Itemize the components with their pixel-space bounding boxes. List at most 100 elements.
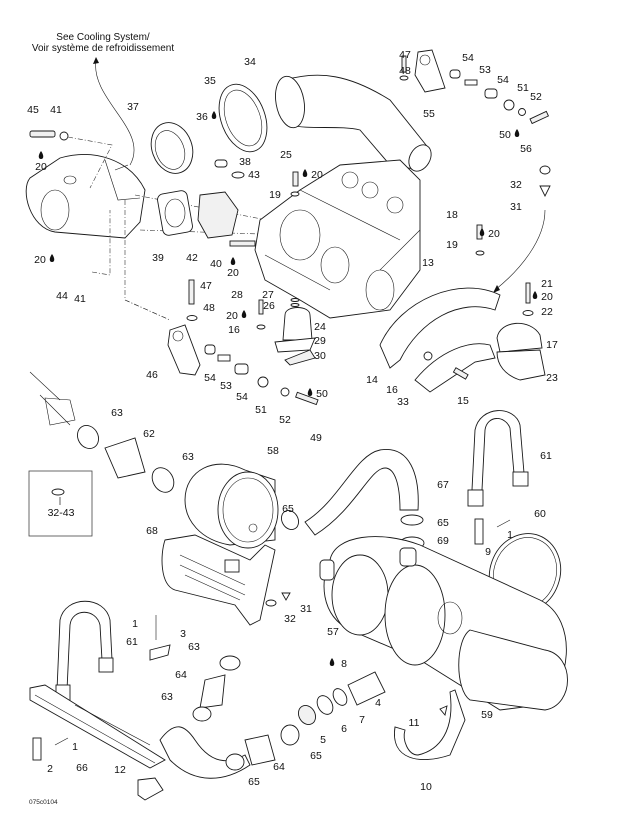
callout-44: 44: [56, 290, 68, 302]
callout-17: 17: [546, 339, 558, 351]
washer-48: [399, 75, 409, 81]
callout-34: 34: [244, 56, 256, 68]
washer-16: [256, 324, 266, 330]
bracket-3: [149, 644, 171, 661]
bolt-25: [292, 171, 299, 187]
callout-29: 29: [314, 335, 326, 347]
washer-19: [290, 191, 300, 197]
callout-63: 63: [188, 641, 200, 653]
callout-20: 20: [226, 310, 238, 322]
manifold-42: [197, 191, 239, 239]
bolt-45: [29, 130, 56, 138]
bushing-54b: [484, 88, 498, 99]
callout-59: 59: [481, 709, 493, 721]
bracket-9: [474, 518, 484, 545]
exhaust-pipe-34: [275, 74, 432, 172]
threadlocker-drop-icon: [230, 257, 236, 265]
callout-2: 2: [47, 763, 53, 775]
flange-37: [150, 122, 194, 174]
clamp-63c: [219, 655, 241, 671]
block-12: [137, 777, 164, 801]
cooling-system-note-line2: Voir système de refroidissement: [32, 43, 175, 54]
callout-40: 40: [210, 258, 222, 270]
callout-43: 43: [248, 169, 260, 181]
exhaust-manifold: [25, 154, 146, 239]
callout-24: 24: [314, 321, 326, 333]
clamp-65: [400, 514, 424, 526]
callout-19: 19: [269, 189, 281, 201]
callout-68: 68: [146, 525, 158, 537]
arrow-head-icon: [93, 57, 99, 64]
callout-50: 50: [316, 388, 328, 400]
cooling-system-note-line1: See Cooling System/: [56, 32, 150, 43]
threadlocker-drop-icon: [329, 658, 335, 666]
callout-63: 63: [182, 451, 194, 463]
clip-32: [539, 165, 551, 175]
callout-54: 54: [204, 372, 216, 384]
screw-31b: [281, 592, 291, 601]
spacer-53b: [217, 354, 231, 362]
screw-11: [439, 705, 448, 716]
callout-36: 36: [196, 111, 208, 123]
callout-20: 20: [227, 267, 239, 279]
callout-47: 47: [399, 49, 411, 61]
threadlocker-drop-icon: [307, 388, 313, 396]
callout-52: 52: [279, 414, 291, 426]
callout-63: 63: [111, 407, 123, 419]
callout-19: 19: [446, 239, 458, 251]
callout-56: 56: [520, 143, 532, 155]
gasket-39: [157, 190, 193, 236]
gasket-35: [218, 83, 268, 153]
rivet-1c: [54, 737, 69, 746]
callout-30: 30: [314, 350, 326, 362]
callout-38: 38: [239, 156, 251, 168]
callout-65: 65: [310, 750, 322, 762]
water-box-68: [161, 534, 276, 626]
callout-1: 1: [507, 529, 513, 541]
nut-5: [298, 705, 316, 725]
rubber-mount-24: [282, 307, 313, 341]
callout-66: 66: [76, 762, 88, 774]
threadlocker-drop-icon: [49, 254, 55, 262]
fitting-4: [347, 671, 386, 706]
washer-52: [518, 108, 526, 116]
callout-65: 65: [282, 503, 294, 515]
bracket-10: [394, 689, 466, 761]
washer-48b: [186, 315, 198, 321]
bracket-33: [414, 343, 496, 393]
callout-35: 35: [204, 75, 216, 87]
sleeve-64: [199, 674, 226, 709]
hose-ghost: [29, 371, 76, 426]
callout-69: 69: [437, 535, 449, 547]
callout-10: 10: [420, 781, 432, 793]
callout-33: 33: [397, 396, 409, 408]
washer-26: [290, 303, 300, 307]
threadlocker-drop-icon: [514, 129, 520, 137]
hose-67: [304, 449, 419, 536]
callout-1: 1: [72, 741, 78, 753]
washer-16b: [423, 351, 433, 361]
callout-18: 18: [446, 209, 458, 221]
strap-61b: [56, 600, 113, 691]
callout-16: 16: [386, 384, 398, 396]
callout-23: 23: [546, 372, 558, 384]
callout-26: 26: [263, 300, 275, 312]
bracket-46: [167, 324, 201, 376]
callout-54: 54: [462, 52, 474, 64]
alignment-line: [124, 299, 171, 321]
bushing-54: [449, 69, 461, 79]
o-ring-7: [332, 688, 348, 706]
clamp-63b: [151, 467, 175, 493]
callout-47: 47: [200, 280, 212, 292]
callout-52: 52: [530, 91, 542, 103]
callout-64: 64: [273, 761, 285, 773]
callout-16: 16: [228, 324, 240, 336]
threadlocker-drop-icon: [211, 111, 217, 119]
clamp-65b: [281, 510, 299, 530]
alignment-line: [67, 136, 113, 189]
rivet-1: [496, 519, 511, 528]
callout-15: 15: [457, 395, 469, 407]
bracket-55: [414, 49, 446, 93]
clamp-63: [77, 425, 99, 449]
